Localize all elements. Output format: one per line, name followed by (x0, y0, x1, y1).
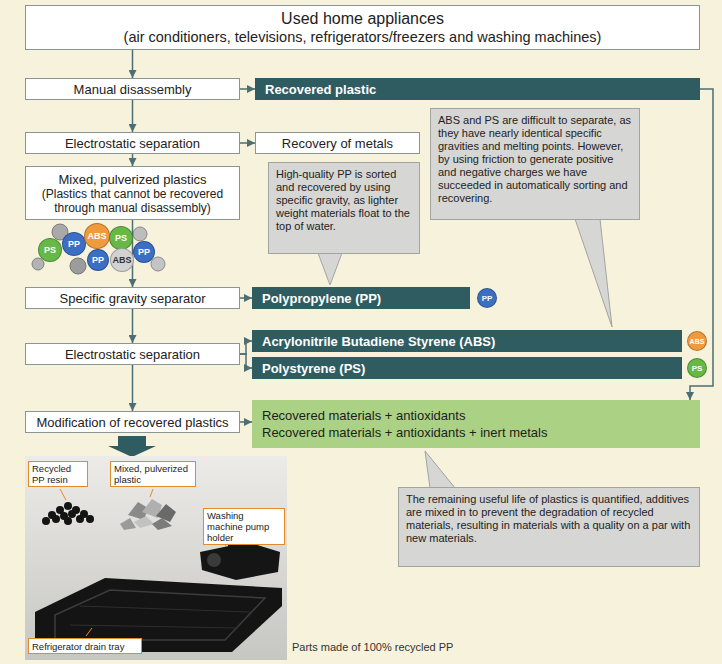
source-box: Used home appliances(air conditioners, t… (25, 5, 700, 50)
process-box: Specific gravity separator (25, 287, 240, 309)
resin-badge: PP (477, 288, 497, 308)
callout-note: High-quality PP is sorted and recovered … (268, 162, 420, 254)
node-text: PS (44, 246, 56, 255)
node-text: PP (92, 256, 104, 265)
callout-note: The remaining useful life of plastics is… (398, 487, 700, 567)
node-text: PS (115, 234, 127, 243)
node-text: Manual disassembly (74, 82, 192, 97)
flow-arrow (132, 100, 134, 132)
resin-badge: ABS (687, 331, 707, 351)
node-text: Used home appliances (281, 9, 444, 28)
resin-badge: ABS (84, 223, 110, 249)
node-text: Recycled PP resin (32, 463, 84, 485)
node-text: (Plastics that cannot be recovered throu… (31, 187, 234, 215)
output-band: Polystyrene (PS) (252, 357, 682, 379)
result-box: Recovered materials + antioxidantsRecove… (252, 400, 700, 448)
node-text: ABS and PS are difficult to separate, as… (438, 114, 632, 205)
node-text: PP (68, 240, 80, 249)
flow-arrow (240, 88, 255, 90)
node-text: Modification of recovered plastics (36, 415, 228, 430)
node-text: Electrostatic separation (65, 347, 200, 362)
node-text: Refrigerator drain tray (32, 641, 138, 652)
parts-photo (25, 456, 287, 660)
plastic-pieces (32, 224, 165, 274)
process-box: Modification of recovered plastics (25, 411, 240, 433)
resin-badge: PP (87, 249, 109, 271)
output-band: Polypropylene (PP) (252, 287, 470, 309)
process-box: Manual disassembly (25, 78, 240, 100)
photo-tag: Recycled PP resin (28, 461, 88, 487)
flow-arrow (240, 297, 252, 299)
callout-tail (318, 253, 342, 285)
flow-arrow (240, 142, 255, 144)
resin-badge: PS (38, 238, 62, 262)
node-text: Recovered materials + antioxidants + ine… (262, 424, 547, 441)
down-arrow (108, 436, 156, 457)
node-text: Recovered plastic (265, 82, 376, 97)
process-box: Mixed, pulverized plastics(Plastics that… (25, 166, 240, 220)
flow-arrow (690, 89, 713, 400)
flow-arrow (240, 354, 252, 368)
callout-tail (575, 219, 612, 327)
callout-note: ABS and PS are difficult to separate, as… (430, 108, 640, 220)
flow-arrow (132, 154, 134, 166)
node-text: ABS (690, 337, 705, 346)
flow-arrow (132, 365, 134, 411)
node-text: Polypropylene (PP) (262, 291, 381, 306)
process-box: Electrostatic separation (25, 343, 240, 365)
resin-badge: PS (109, 226, 133, 250)
node-text: PP (138, 248, 150, 257)
node-text: PS (692, 364, 703, 373)
output-band: Recovered plastic (255, 78, 700, 100)
resin-badge: PP (62, 232, 86, 256)
node-text: Polystyrene (PS) (262, 361, 365, 376)
photo-tag: Washing machine pump holder (203, 508, 285, 545)
flow-arrow (132, 50, 134, 78)
photo-tag: Refrigerator drain tray (28, 638, 142, 654)
node-text: Specific gravity separator (60, 291, 206, 306)
resin-badge: ABS (110, 248, 134, 272)
node-text: Washing machine pump holder (207, 510, 281, 543)
node-text: ABS (87, 232, 106, 241)
photo-tag: Mixed, pulverized plastic (110, 461, 196, 487)
node-text: Acrylonitrile Butadiene Styrene (ABS) (262, 334, 495, 349)
flow-arrow (240, 421, 252, 423)
node-text: Mixed, pulverized plastic (114, 463, 192, 485)
flow-arrow (240, 341, 252, 354)
resin-badge: PP (133, 241, 155, 263)
node-text: High-quality PP is sorted and recovered … (276, 168, 412, 233)
node-text: ABS (112, 256, 131, 265)
node-text: Mixed, pulverized plastics (58, 172, 206, 187)
node-text: Electrostatic separation (65, 136, 200, 151)
process-box: Recovery of metals (255, 132, 420, 154)
output-band: Acrylonitrile Butadiene Styrene (ABS) (252, 330, 682, 352)
node-text: PP (482, 294, 493, 303)
caption-label: Parts made of 100% recycled PP (292, 641, 453, 654)
flow-arrow (132, 309, 134, 343)
node-text: The remaining useful life of plastics is… (406, 493, 692, 545)
node-text: (air conditioners, televisions, refriger… (124, 28, 602, 46)
resin-badge: PS (687, 358, 707, 378)
callout-tail (425, 451, 455, 488)
process-box: Electrostatic separation (25, 132, 240, 154)
node-text: Recovered materials + antioxidants (262, 407, 465, 424)
node-text: Recovery of metals (282, 136, 393, 151)
